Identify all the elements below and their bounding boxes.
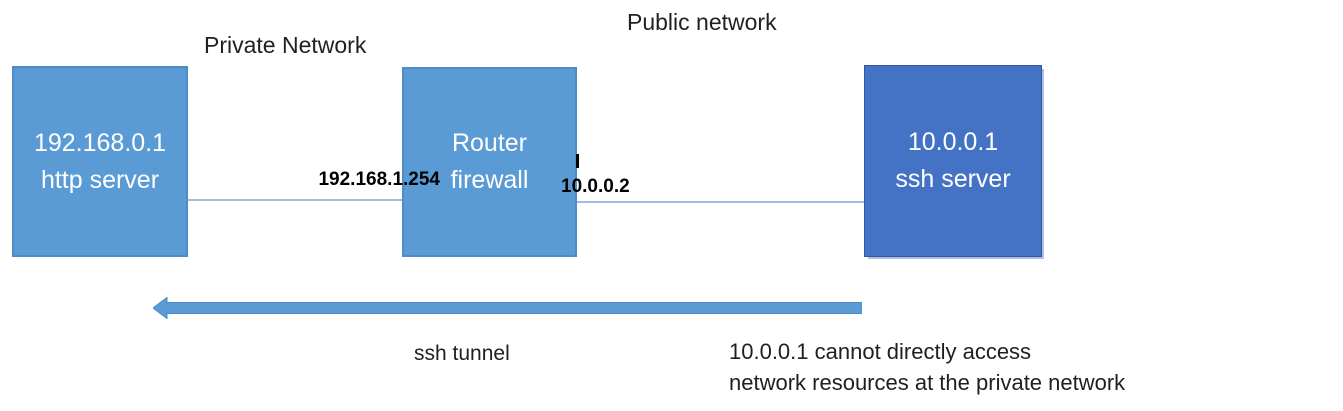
private-network-label: Private Network	[204, 32, 367, 58]
access-note-line1: 10.0.0.1 cannot directly access	[729, 339, 1032, 364]
connector-http-to-router	[188, 199, 402, 201]
ssh-tunnel-arrow	[152, 296, 863, 320]
ssh-server-role: ssh server	[895, 165, 1011, 193]
access-note: 10.0.0.1 cannot directly access network …	[729, 336, 1125, 398]
http-server-role: http server	[40, 165, 160, 194]
router-private-ip-label: 192.168.1.254	[318, 169, 440, 190]
router-label-line2: firewall	[450, 166, 529, 194]
node-http-server: 192.168.0.1 http server	[12, 66, 188, 257]
node-router-firewall: Router firewall	[402, 67, 577, 257]
access-note-line2: network resources at the private network	[729, 370, 1126, 395]
public-network-label: Public network	[627, 9, 777, 35]
connector-router-to-ssh	[577, 201, 864, 203]
router-public-ip-label: 10.0.0.2	[561, 176, 630, 197]
cursor-tick-mark	[576, 154, 579, 168]
left-arrow-icon	[152, 296, 863, 320]
ssh-tunnel-label: ssh tunnel	[414, 342, 510, 365]
router-label-line1: Router	[451, 129, 528, 157]
http-server-ip: 192.168.0.1	[33, 128, 167, 157]
node-ssh-server: 10.0.0.1 ssh server	[864, 65, 1042, 257]
ssh-server-ip: 10.0.0.1	[907, 128, 999, 156]
